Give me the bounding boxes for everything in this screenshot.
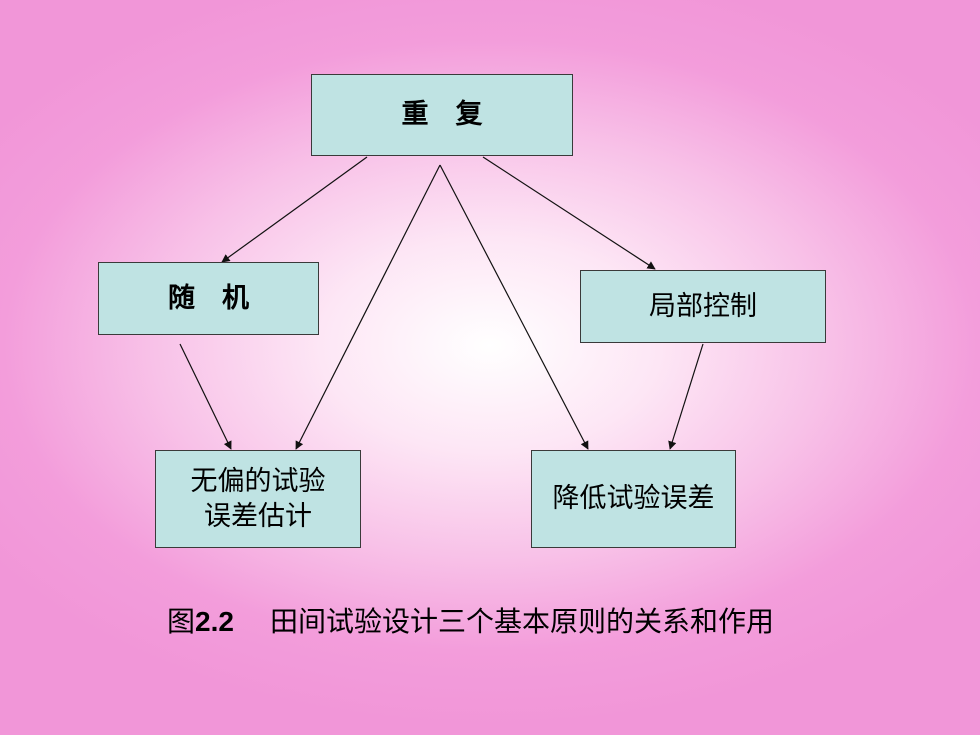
node-unbiased-line1: 无偏的试验 <box>190 465 326 497</box>
node-reduce-error-label: 降低试验误差 <box>552 483 715 515</box>
arrow-repeat-to-reduce <box>439 164 589 450</box>
caption-text: 田间试验设计三个基本原则的关系和作用 <box>269 605 774 638</box>
node-unbiased-estimate: 无偏的试验 误差估计 <box>155 450 361 548</box>
arrow-repeat-to-local <box>482 156 656 270</box>
caption-prefix: 图 <box>167 605 196 638</box>
arrow-local-to-reduce <box>668 343 704 450</box>
figure-caption: 图2.2 田间试验设计三个基本原则的关系和作用 <box>167 600 927 640</box>
caption-number: 2.2 <box>195 606 234 637</box>
node-random-label: 随 机 <box>168 282 249 314</box>
node-reduce-error: 降低试验误差 <box>531 450 736 548</box>
node-local-control-label: 局部控制 <box>649 290 757 322</box>
arrow-random-to-unbiased <box>179 343 232 450</box>
node-repeat: 重 复 <box>311 74 573 156</box>
node-random: 随 机 <box>98 262 319 335</box>
arrow-repeat-to-random <box>221 156 368 263</box>
arrow-repeat-to-unbiased <box>295 164 441 450</box>
node-repeat-label: 重 复 <box>401 99 483 131</box>
node-unbiased-line2: 误差估计 <box>204 501 312 532</box>
node-local-control: 局部控制 <box>580 270 826 343</box>
